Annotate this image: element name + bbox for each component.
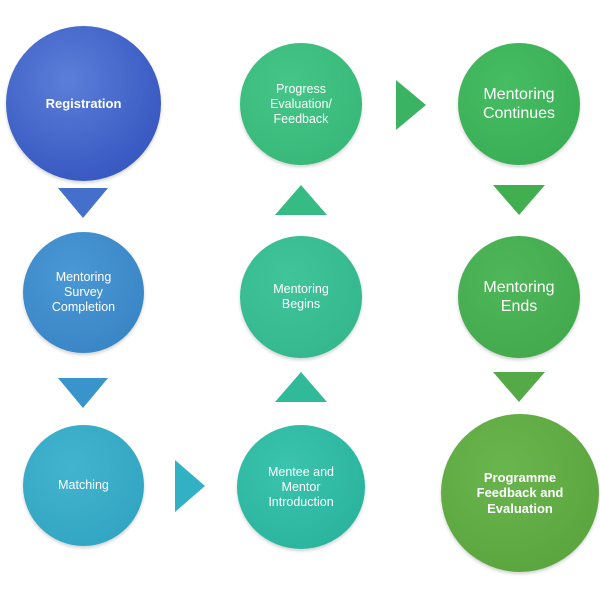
node-mentoring-begins: Mentoring Begins — [240, 236, 362, 358]
node-programme-feedback-evaluation: Programme Feedback and Evaluation — [441, 414, 599, 572]
arrow-down-2 — [58, 378, 108, 408]
arrow-right-1 — [175, 460, 205, 512]
node-mentoring-survey-completion: Mentoring Survey Completion — [23, 232, 144, 353]
arrow-down-4 — [493, 372, 545, 402]
arrow-down-3 — [493, 185, 545, 215]
arrow-right-2 — [396, 80, 426, 130]
arrow-down-1 — [58, 188, 108, 218]
node-mentoring-ends: Mentoring Ends — [458, 236, 580, 358]
node-progress-evaluation-feedback: Progress Evaluation/ Feedback — [240, 43, 362, 165]
node-matching: Matching — [23, 425, 144, 546]
arrow-up-1 — [275, 372, 327, 402]
node-registration: Registration — [6, 26, 161, 181]
node-mentee-mentor-introduction: Mentee and Mentor Introduction — [237, 425, 365, 549]
node-mentoring-continues: Mentoring Continues — [458, 43, 580, 165]
arrow-up-2 — [275, 185, 327, 215]
